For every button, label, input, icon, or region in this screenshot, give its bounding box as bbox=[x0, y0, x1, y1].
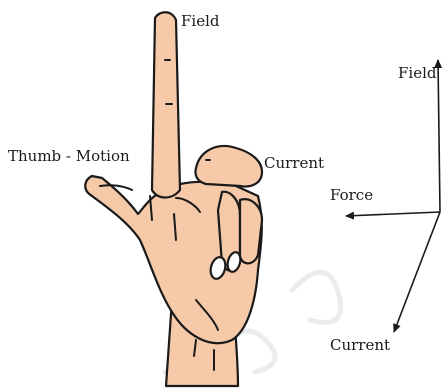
axis-label-force: Force bbox=[330, 186, 373, 204]
middle-finger bbox=[195, 146, 262, 186]
hand-label-current: Current bbox=[264, 154, 324, 172]
hand-label-field: Field bbox=[181, 12, 220, 30]
little-finger bbox=[240, 199, 262, 263]
current-axis-arrow bbox=[394, 212, 440, 332]
force-axis-arrow bbox=[346, 212, 440, 216]
left-hand-illustration bbox=[85, 12, 262, 386]
hand-label-thumb-motion: Thumb - Motion bbox=[8, 147, 130, 165]
axis-label-field: Field bbox=[398, 64, 437, 82]
field-axis-arrow bbox=[438, 60, 440, 212]
axis-label-current: Current bbox=[330, 336, 390, 354]
